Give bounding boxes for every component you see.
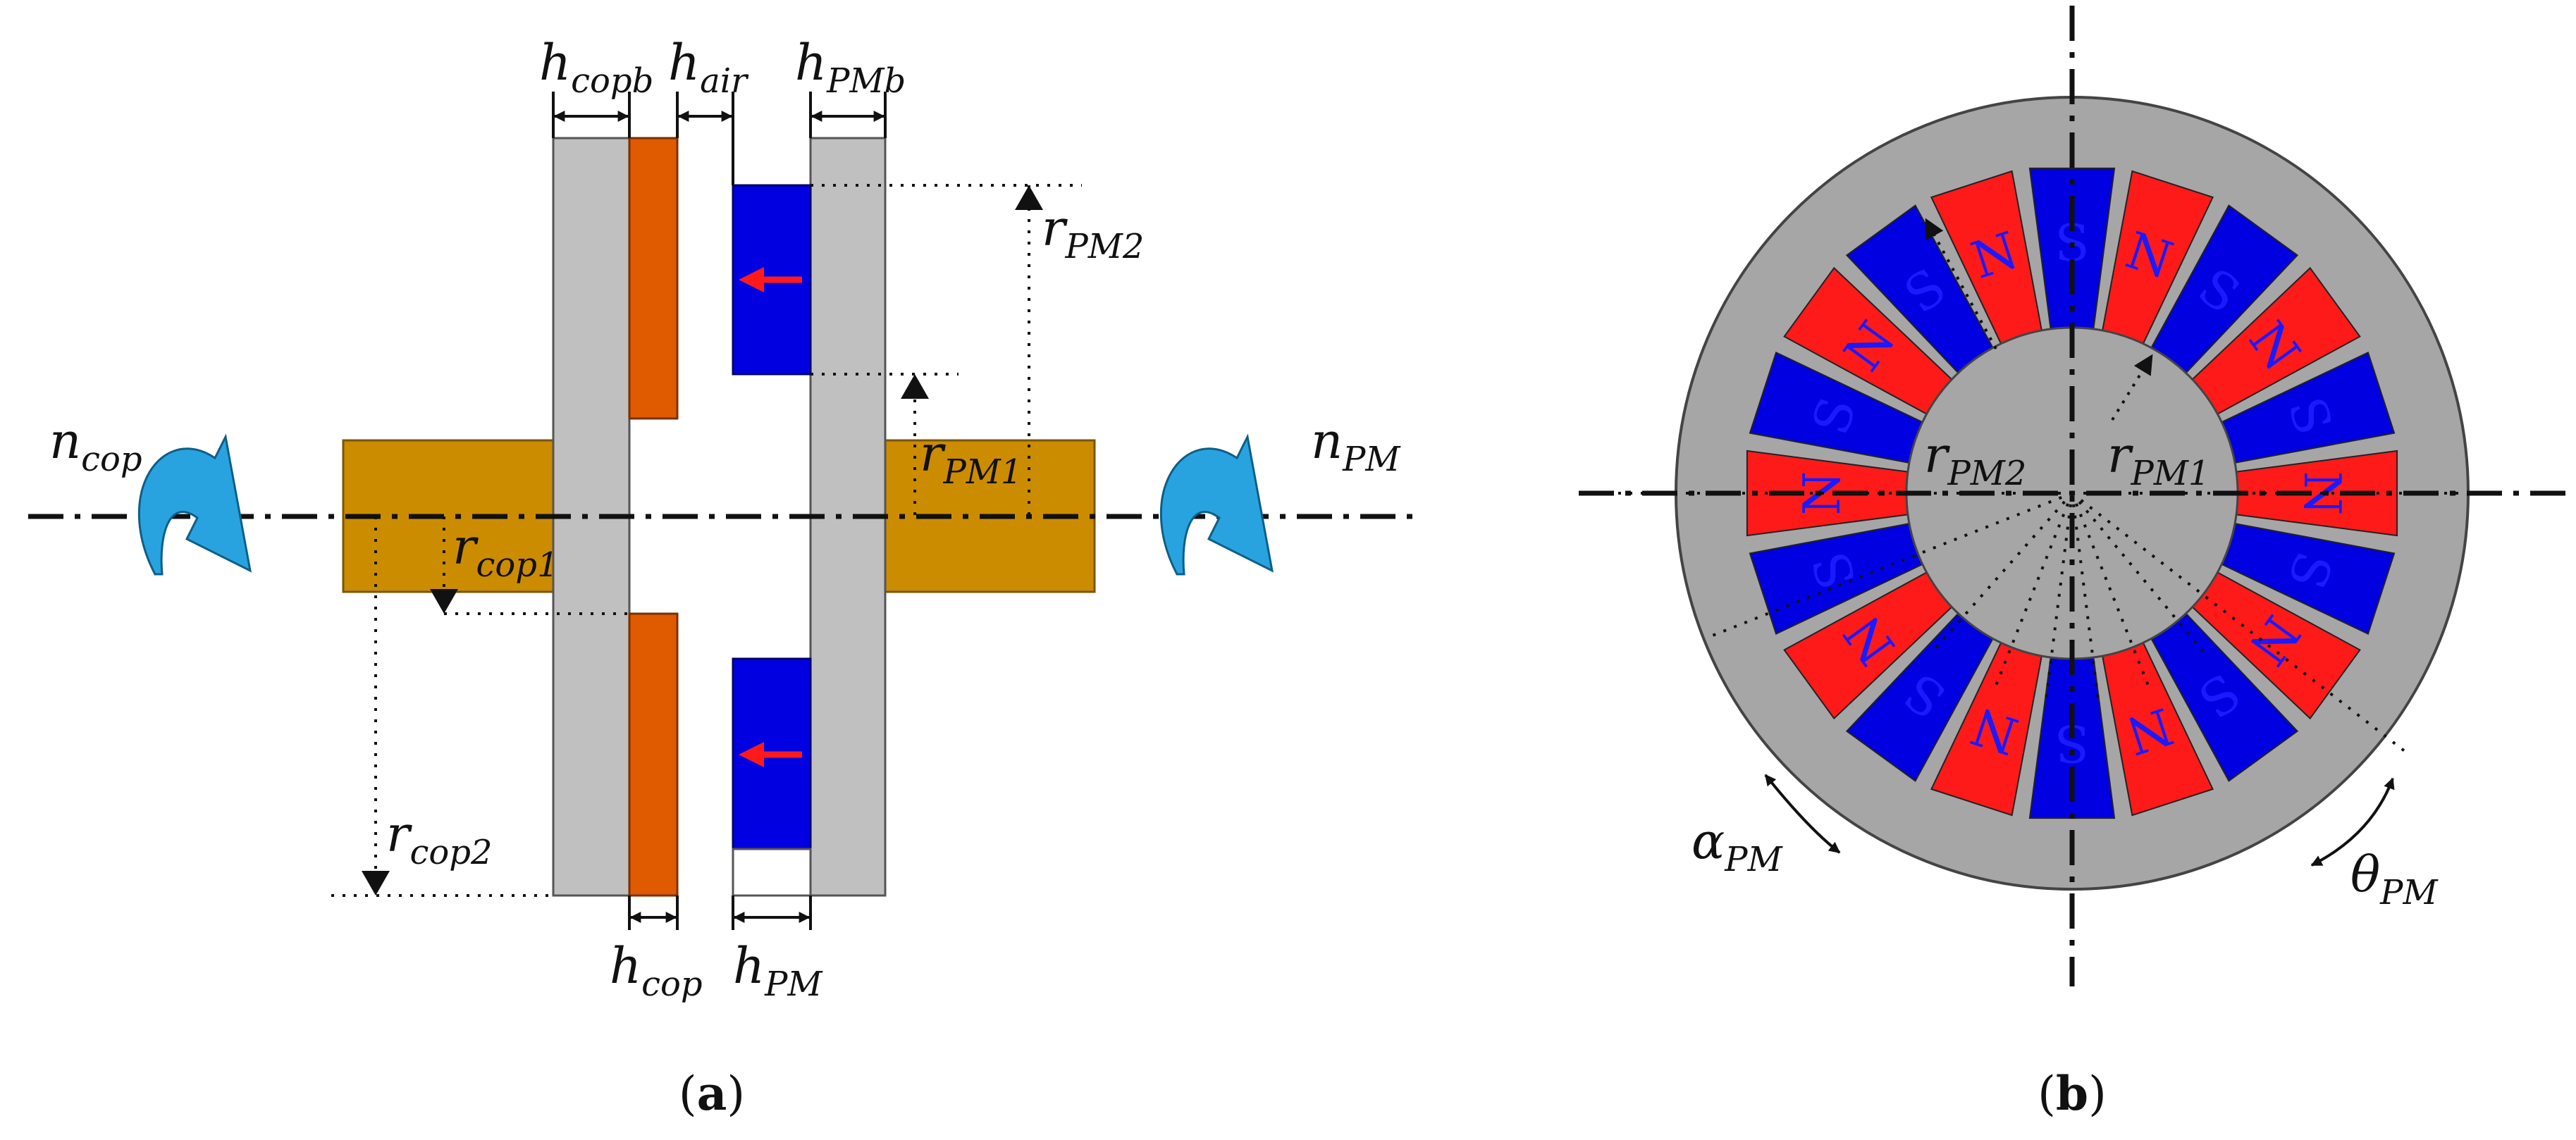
label-alpha-pm: αPM [1691, 812, 1784, 879]
label-r-pm1-b: rPM1 [2107, 426, 2210, 493]
magnet-ring: SNSNSNSNSNSNSNSNSNSN [1746, 167, 2398, 819]
copper-plate-lower [628, 612, 679, 897]
copper-plate-upper [628, 137, 679, 420]
label-theta-pm: θPM [2350, 845, 2439, 912]
r-cop2-arrowhead [362, 871, 390, 896]
label-h-air: hair [668, 34, 749, 101]
r-cop1-arrowhead [430, 589, 458, 614]
label-r-cop2: rcop2 [386, 805, 493, 872]
theta-pm-arc [2310, 777, 2395, 867]
r-pm1-arrow-b [2111, 354, 2153, 421]
angle-construction-line [2071, 492, 2152, 690]
alpha-pm-arc [1764, 774, 1841, 854]
angle-construction-line [2044, 492, 2073, 703]
caption-a: (a) [679, 1066, 745, 1121]
label-h-pmb: hPMb [795, 34, 906, 101]
label-r-cop1: rcop1 [452, 518, 559, 585]
angle-construction-line [2071, 492, 2408, 754]
angle-construction-line [1704, 492, 2073, 640]
caption-b: (b) [2038, 1066, 2107, 1121]
label-r-pm2-a: rPM2 [1042, 199, 1144, 266]
angle-construction-line [1992, 492, 2073, 690]
label-n-pm: nPM [1311, 412, 1401, 479]
r-pm1-arrowhead [901, 374, 929, 399]
angle-construction-line [2071, 492, 2208, 657]
label-h-cop: hcop [610, 937, 703, 1004]
angle-construction-line [2071, 492, 2100, 703]
rotation-arrow-cop [137, 433, 252, 576]
rotation-arrow-pm [1159, 433, 1274, 576]
label-r-pm1-a: rPM1 [920, 425, 1022, 492]
label-h-pm: hPM [733, 937, 823, 1004]
panel-a: hcopb hair hPMb rPM2 rPM1 rcop1 rcop2 hc… [28, 34, 1417, 1121]
label-r-pm2-b: rPM2 [1924, 426, 2026, 493]
label-n-cop: ncop [49, 412, 142, 479]
label-h-copb: hcopb [539, 34, 653, 101]
panel-b: SNSNSNSNSNSNSNSNSNSN rPM2 rPM1 αPM θPM (… [1579, 6, 2565, 1121]
angle-construction-line [1931, 492, 2073, 653]
r-pm2-arrowhead [1015, 185, 1043, 210]
pm-gap-lower [732, 848, 812, 897]
